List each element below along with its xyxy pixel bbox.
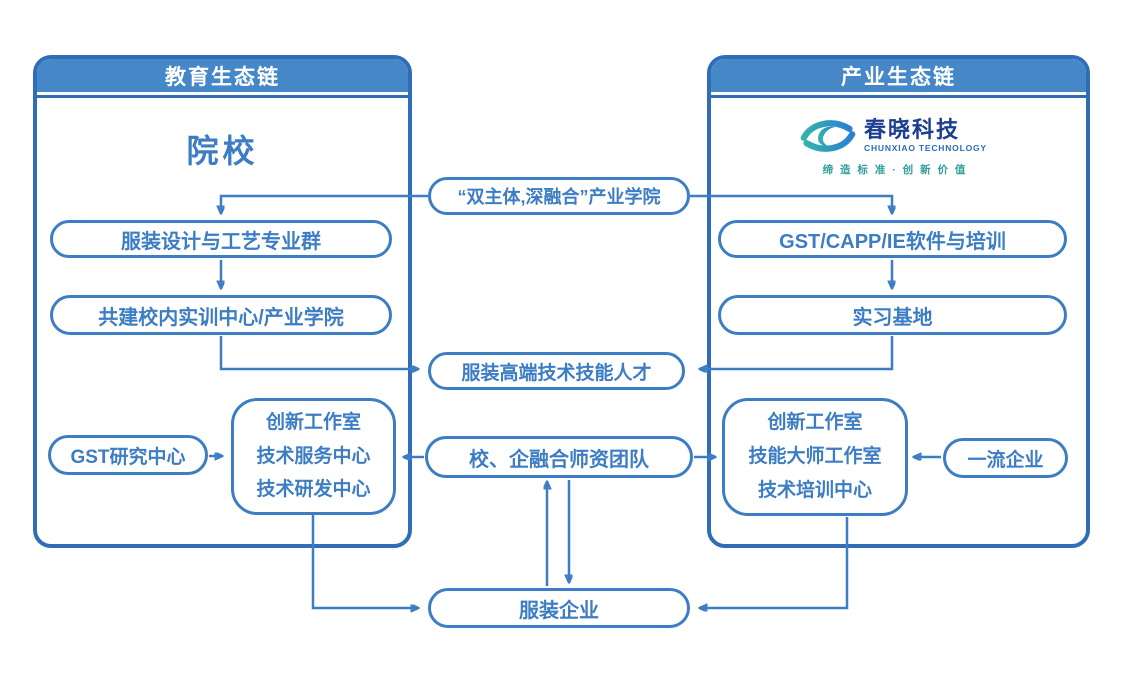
pill-fashion-enterprise: 服装企业 [428, 588, 690, 628]
right-center-box: 创新工作室 技能大师工作室 技术培训中心 [722, 398, 908, 516]
education-chain-header: 教育生态链 [37, 59, 408, 95]
panel-divider [37, 95, 408, 98]
pill-training-center: 共建校内实训中心/产业学院 [50, 295, 392, 335]
left-center-box-line1: 创新工作室 [265, 411, 361, 433]
pill-gst-research-center: GST研究中心 [48, 435, 208, 475]
logo-subtitle: CHUNXIAO TECHNOLOGY [864, 143, 987, 154]
pill-talent: 服装高端技术技能人才 [428, 352, 685, 390]
chunxiao-eye-icon [800, 119, 856, 152]
industry-chain-header: 产业生态链 [711, 59, 1086, 95]
logo-texts: 春晓科技 CHUNXIAO TECHNOLOGY [864, 118, 987, 153]
right-center-box-line3: 技术培训中心 [757, 479, 872, 501]
logo-name: 春晓科技 [864, 117, 961, 142]
left-center-box-line2: 技术服务中心 [256, 445, 371, 467]
panel-divider [711, 95, 1086, 98]
pill-specialty-group: 服装设计与工艺专业群 [50, 220, 392, 258]
right-center-box-line2: 技能大师工作室 [748, 446, 882, 468]
pill-software-training: GST/CAPP/IE软件与培训 [718, 220, 1067, 258]
pill-industry-college: “双主体,深融合”产业学院 [428, 177, 690, 215]
pill-first-class-enterprise: 一流企业 [943, 438, 1068, 478]
left-center-box: 创新工作室 技术服务中心 技术研发中心 [231, 398, 396, 515]
logo-tagline: 缔 造 标 准 · 创 新 价 值 [822, 164, 968, 176]
pill-faculty-team: 校、企融合师资团队 [425, 436, 693, 478]
right-center-box-line1: 创新工作室 [767, 412, 863, 434]
company-logo: 春晓科技 CHUNXIAO TECHNOLOGY [800, 118, 1000, 153]
pill-internship-base: 实习基地 [718, 295, 1067, 335]
left-center-box-line3: 技术研发中心 [256, 479, 371, 501]
industry-chain-header-label: 产业生态链 [841, 65, 956, 89]
colleges-title: 院校 [186, 133, 259, 169]
education-chain-header-label: 教育生态链 [165, 65, 280, 89]
